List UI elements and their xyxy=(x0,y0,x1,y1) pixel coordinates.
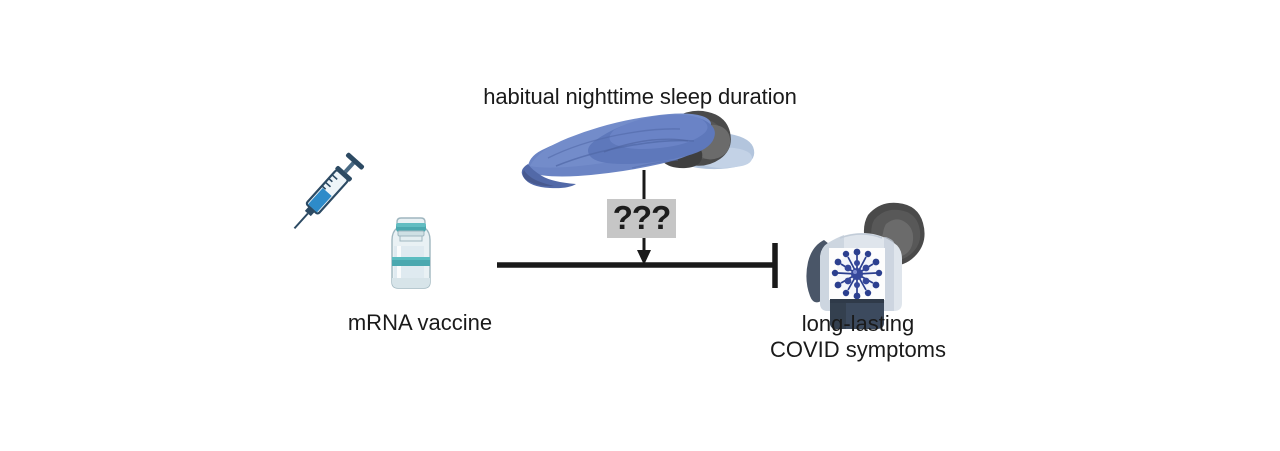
vaccine-vial-icon xyxy=(391,217,431,289)
unknown-marker-box: ??? xyxy=(607,199,676,238)
outcome-label-line1: long-lasting xyxy=(801,311,915,336)
cause-label: mRNA vaccine xyxy=(347,310,493,335)
moderator-label: habitual nighttime sleep duration xyxy=(483,84,797,109)
syringe-icon xyxy=(293,152,365,230)
outcome-label-line2: COVID symptoms xyxy=(769,336,947,362)
outcome-label: long-lasting COVID symptoms xyxy=(700,311,1016,362)
unknown-marker-text: ??? xyxy=(612,199,671,236)
arrowhead-icon xyxy=(637,250,651,265)
coronavirus-icon xyxy=(831,248,883,300)
moderation-arrow xyxy=(637,170,651,265)
inhibition-arrow xyxy=(497,243,778,288)
